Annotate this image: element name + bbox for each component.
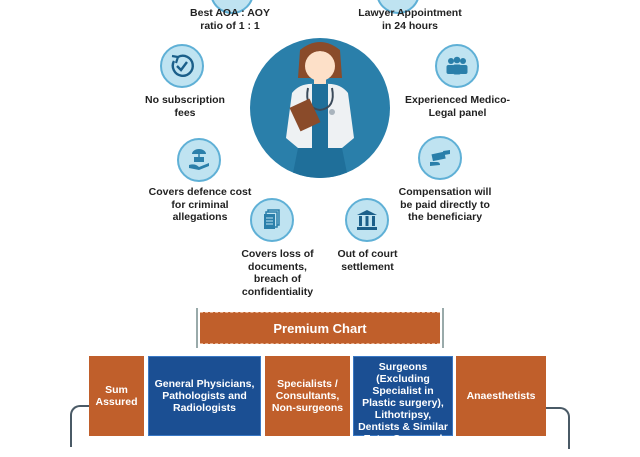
premium-chart-banner-frame bbox=[196, 308, 444, 348]
feature-compensation: Compensation will be paid directly to th… bbox=[390, 186, 500, 224]
feature-label: No subscription fees bbox=[145, 94, 225, 119]
feature-out-of-court: Out of court settlement bbox=[320, 248, 415, 273]
premium-col-sum-assured: Sum Assured bbox=[89, 356, 144, 436]
documents-icon bbox=[250, 198, 294, 242]
column-label: Anaesthetists bbox=[466, 390, 536, 402]
left-bracket bbox=[70, 405, 102, 447]
column-label: Sum Assured bbox=[95, 384, 138, 408]
column-label: General Physicians, Pathologists and Rad… bbox=[154, 378, 255, 414]
right-bracket bbox=[546, 407, 570, 449]
feature-label: Best AOA : AOY ratio of 1 : 1 bbox=[190, 7, 270, 32]
feature-label: Covers loss of documents, breach of conf… bbox=[241, 248, 314, 298]
premium-chart-title: Premium Chart bbox=[200, 312, 440, 344]
column-label: Surgeons (Excluding Specialist in Plasti… bbox=[358, 361, 448, 457]
feature-aoa-ratio: Best AOA : AOY ratio of 1 : 1 bbox=[175, 7, 285, 32]
feature-defence-cost: Covers defence cost for criminal allegat… bbox=[140, 186, 260, 224]
premium-col-surgeons: Surgeons (Excluding Specialist in Plasti… bbox=[353, 356, 453, 457]
feature-label: Experienced Medico- Legal panel bbox=[404, 94, 511, 119]
hand-money-transfer-icon bbox=[418, 136, 462, 180]
feature-label: Out of court settlement bbox=[337, 248, 398, 273]
feature-medico-legal-panel: Experienced Medico- Legal panel bbox=[395, 94, 520, 119]
column-label: Specialists / Consultants, Non-surgeons bbox=[271, 378, 344, 414]
premium-col-anaesthetists: Anaesthetists bbox=[456, 356, 546, 436]
feature-no-subscription: No subscription fees bbox=[130, 94, 240, 119]
refresh-check-icon bbox=[160, 44, 204, 88]
umbrella-hand-money-icon bbox=[177, 138, 221, 182]
doctor-illustration bbox=[250, 38, 390, 178]
courthouse-icon bbox=[345, 198, 389, 242]
feature-label: Covers defence cost for criminal allegat… bbox=[148, 186, 252, 223]
feature-loss-documents: Covers loss of documents, breach of conf… bbox=[230, 248, 325, 298]
premium-col-general-physicians: General Physicians, Pathologists and Rad… bbox=[148, 356, 261, 436]
feature-label: Compensation will be paid directly to th… bbox=[398, 186, 492, 223]
feature-lawyer-appointment: Lawyer Appointment in 24 hours bbox=[345, 7, 475, 32]
team-icon bbox=[435, 44, 479, 88]
premium-col-specialists: Specialists / Consultants, Non-surgeons bbox=[265, 356, 350, 436]
feature-label: Lawyer Appointment in 24 hours bbox=[358, 7, 462, 32]
